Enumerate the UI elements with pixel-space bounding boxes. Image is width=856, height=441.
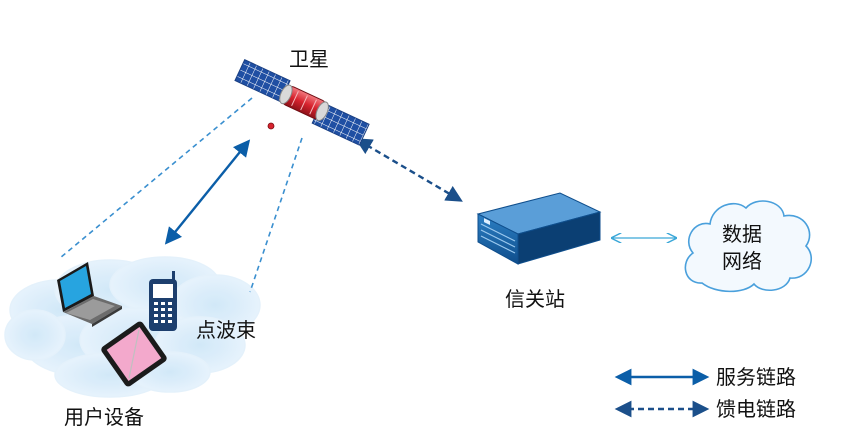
cloud-icon — [684, 200, 812, 293]
legend-service-link-label: 服务链路 — [716, 365, 796, 389]
tablet-icon — [101, 321, 167, 387]
beam-edge-right — [249, 137, 303, 293]
gateway-label: 信关站 — [505, 287, 565, 311]
beam-edge-left — [59, 97, 253, 259]
network-label-line2: 网络 — [722, 249, 762, 273]
user-devices-label: 用户设备 — [64, 405, 144, 429]
mobile-phone-icon — [149, 271, 177, 331]
satellite-label: 卫星 — [289, 47, 329, 71]
server-rack-icon — [476, 192, 602, 265]
spot-beam-label: 点波束 — [196, 318, 256, 342]
satellite-icon — [234, 59, 370, 146]
service-link-arrow — [164, 139, 251, 245]
network-label-line1: 数据 — [722, 222, 762, 246]
legend: 服务链路 馈电链路 — [614, 365, 796, 421]
laptop-icon — [57, 262, 122, 327]
legend-feeder-link-label: 馈电链路 — [716, 397, 796, 421]
feeder-link-arrow — [355, 138, 463, 202]
